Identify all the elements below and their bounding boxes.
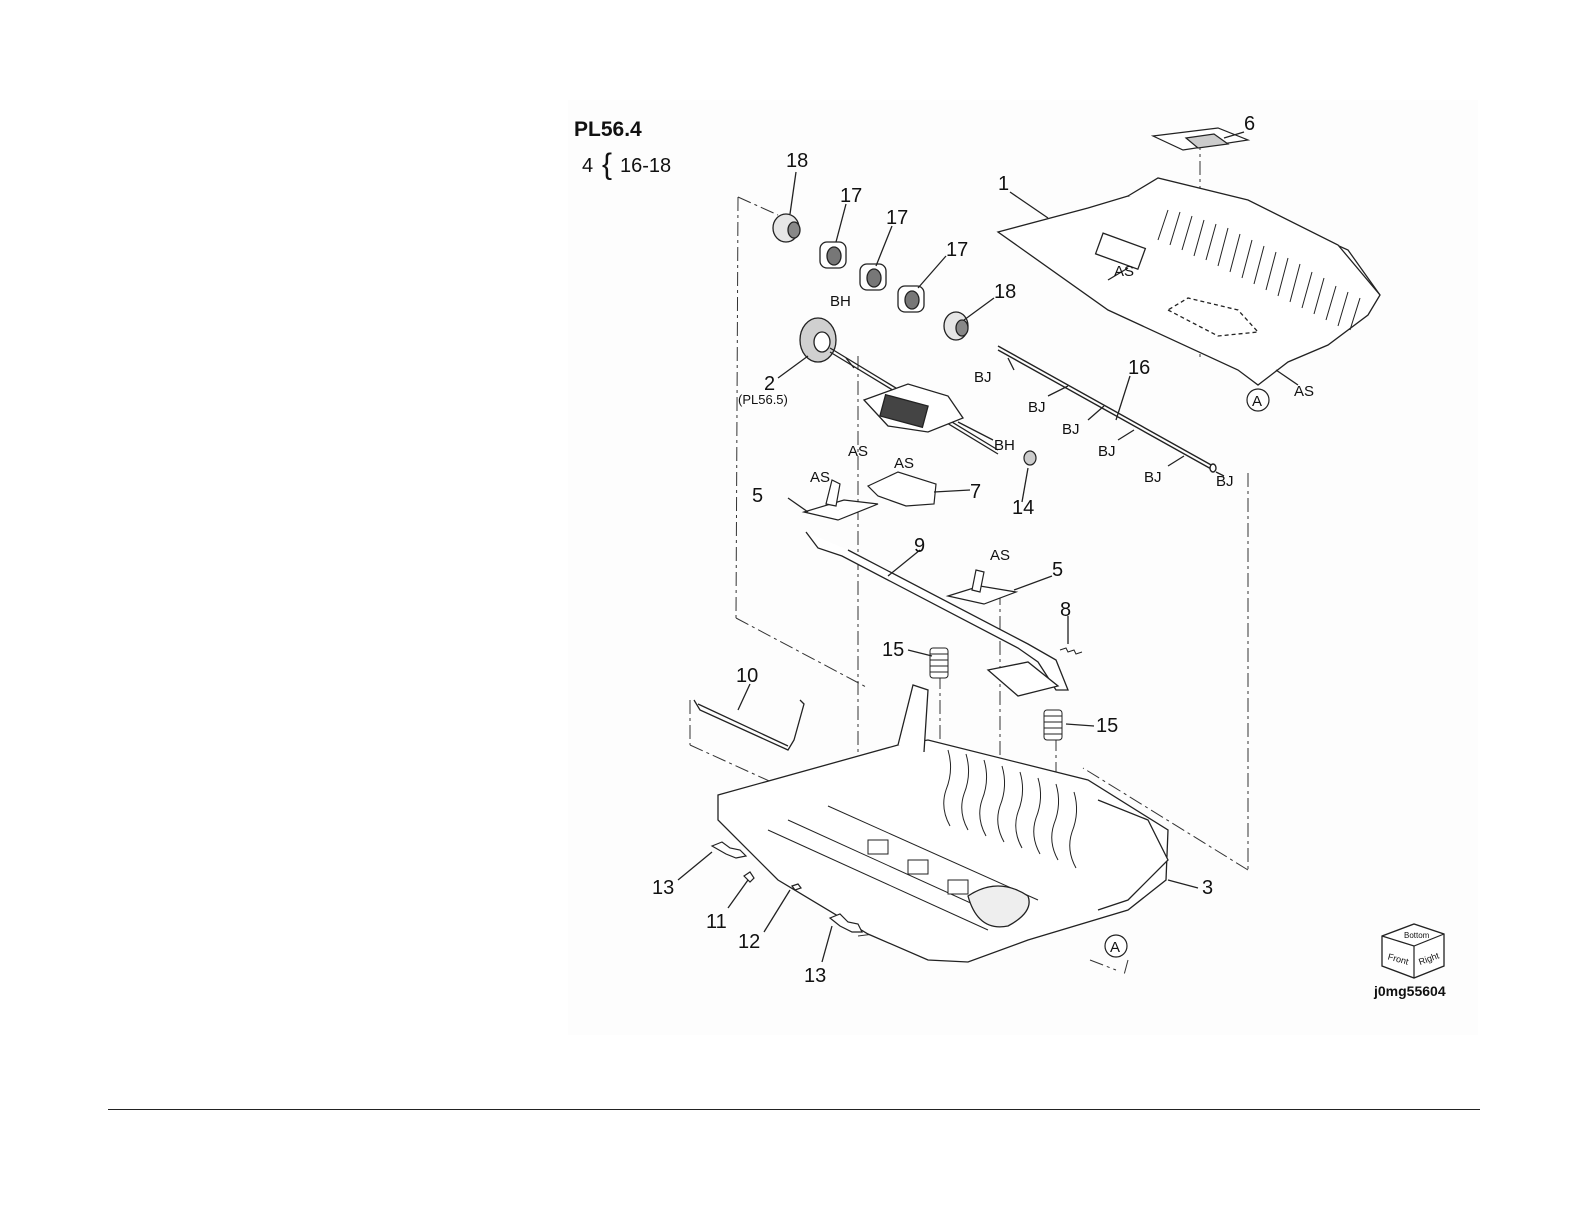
roller-17-b	[860, 264, 886, 290]
callout-2-ref: (PL56.5)	[738, 392, 788, 407]
page-footer-rule	[108, 1109, 1480, 1110]
collar-18-bottom	[944, 312, 968, 340]
ref-as-top: AS	[1114, 263, 1134, 280]
callout-12: 12	[738, 931, 760, 953]
callout-18-bottom: 18	[994, 281, 1016, 303]
callout-5-left: 5	[752, 485, 763, 507]
ref-as-left: AS	[810, 469, 830, 486]
callout-8: 8	[1060, 599, 1071, 621]
circle-a-bottom: A	[1105, 935, 1127, 957]
bearing-part	[1024, 451, 1036, 465]
note-range: 16-18	[620, 155, 671, 177]
ref-as-right: AS	[1294, 383, 1314, 400]
callout-11: 11	[706, 911, 727, 933]
callout-10: 10	[736, 665, 758, 687]
callout-1: 1	[998, 173, 1009, 195]
image-code: j0mg55604	[1373, 983, 1446, 999]
svg-text:A: A	[1110, 939, 1120, 956]
roller-17-c	[898, 286, 924, 312]
callout-7: 7	[970, 481, 981, 503]
orientation-cube: Front Right Bottom	[1382, 924, 1444, 978]
note-brace: {	[602, 148, 612, 181]
callout-6: 6	[1244, 113, 1255, 135]
ref-bj-6: BJ	[1216, 473, 1234, 490]
callout-17-c: 17	[946, 239, 968, 261]
ref-bj-1: BJ	[974, 369, 992, 386]
ref-as-bracket: AS	[894, 455, 914, 472]
callout-5-right: 5	[1052, 559, 1063, 581]
callout-3: 3	[1202, 877, 1213, 899]
ref-as-lower: AS	[990, 547, 1010, 564]
callout-17-b: 17	[886, 207, 908, 229]
parts-diagram: PL56.4 4 { 16-18	[568, 100, 1478, 1035]
note-prefix: 4	[582, 155, 593, 177]
collar-18-top	[773, 214, 800, 242]
ref-bj-2: BJ	[1028, 399, 1046, 416]
circle-a-top: A	[1247, 389, 1269, 411]
callout-15-left: 15	[882, 639, 904, 661]
parts-diagram-svg: PL56.4 4 { 16-18	[568, 100, 1478, 1035]
svg-text:A: A	[1252, 393, 1262, 410]
ref-bj-5: BJ	[1144, 469, 1162, 486]
callout-13-bottom: 13	[804, 965, 826, 987]
callout-14: 14	[1012, 497, 1034, 519]
ref-bj-4: BJ	[1098, 443, 1116, 460]
ref-bh-top: BH	[830, 293, 851, 310]
roller-17-a	[820, 242, 846, 268]
ref-bh-right: BH	[994, 437, 1015, 454]
plate-id: PL56.4	[574, 118, 642, 141]
callout-17-a: 17	[840, 185, 862, 207]
callout-13-left: 13	[652, 877, 674, 899]
callout-9: 9	[914, 535, 925, 557]
ref-bj-3: BJ	[1062, 421, 1080, 438]
callout-16: 16	[1128, 357, 1150, 379]
callout-15-right: 15	[1096, 715, 1118, 737]
cube-bottom-label: Bottom	[1404, 931, 1430, 940]
callout-18-top: 18	[786, 150, 808, 172]
ref-as-mid: AS	[848, 443, 868, 460]
